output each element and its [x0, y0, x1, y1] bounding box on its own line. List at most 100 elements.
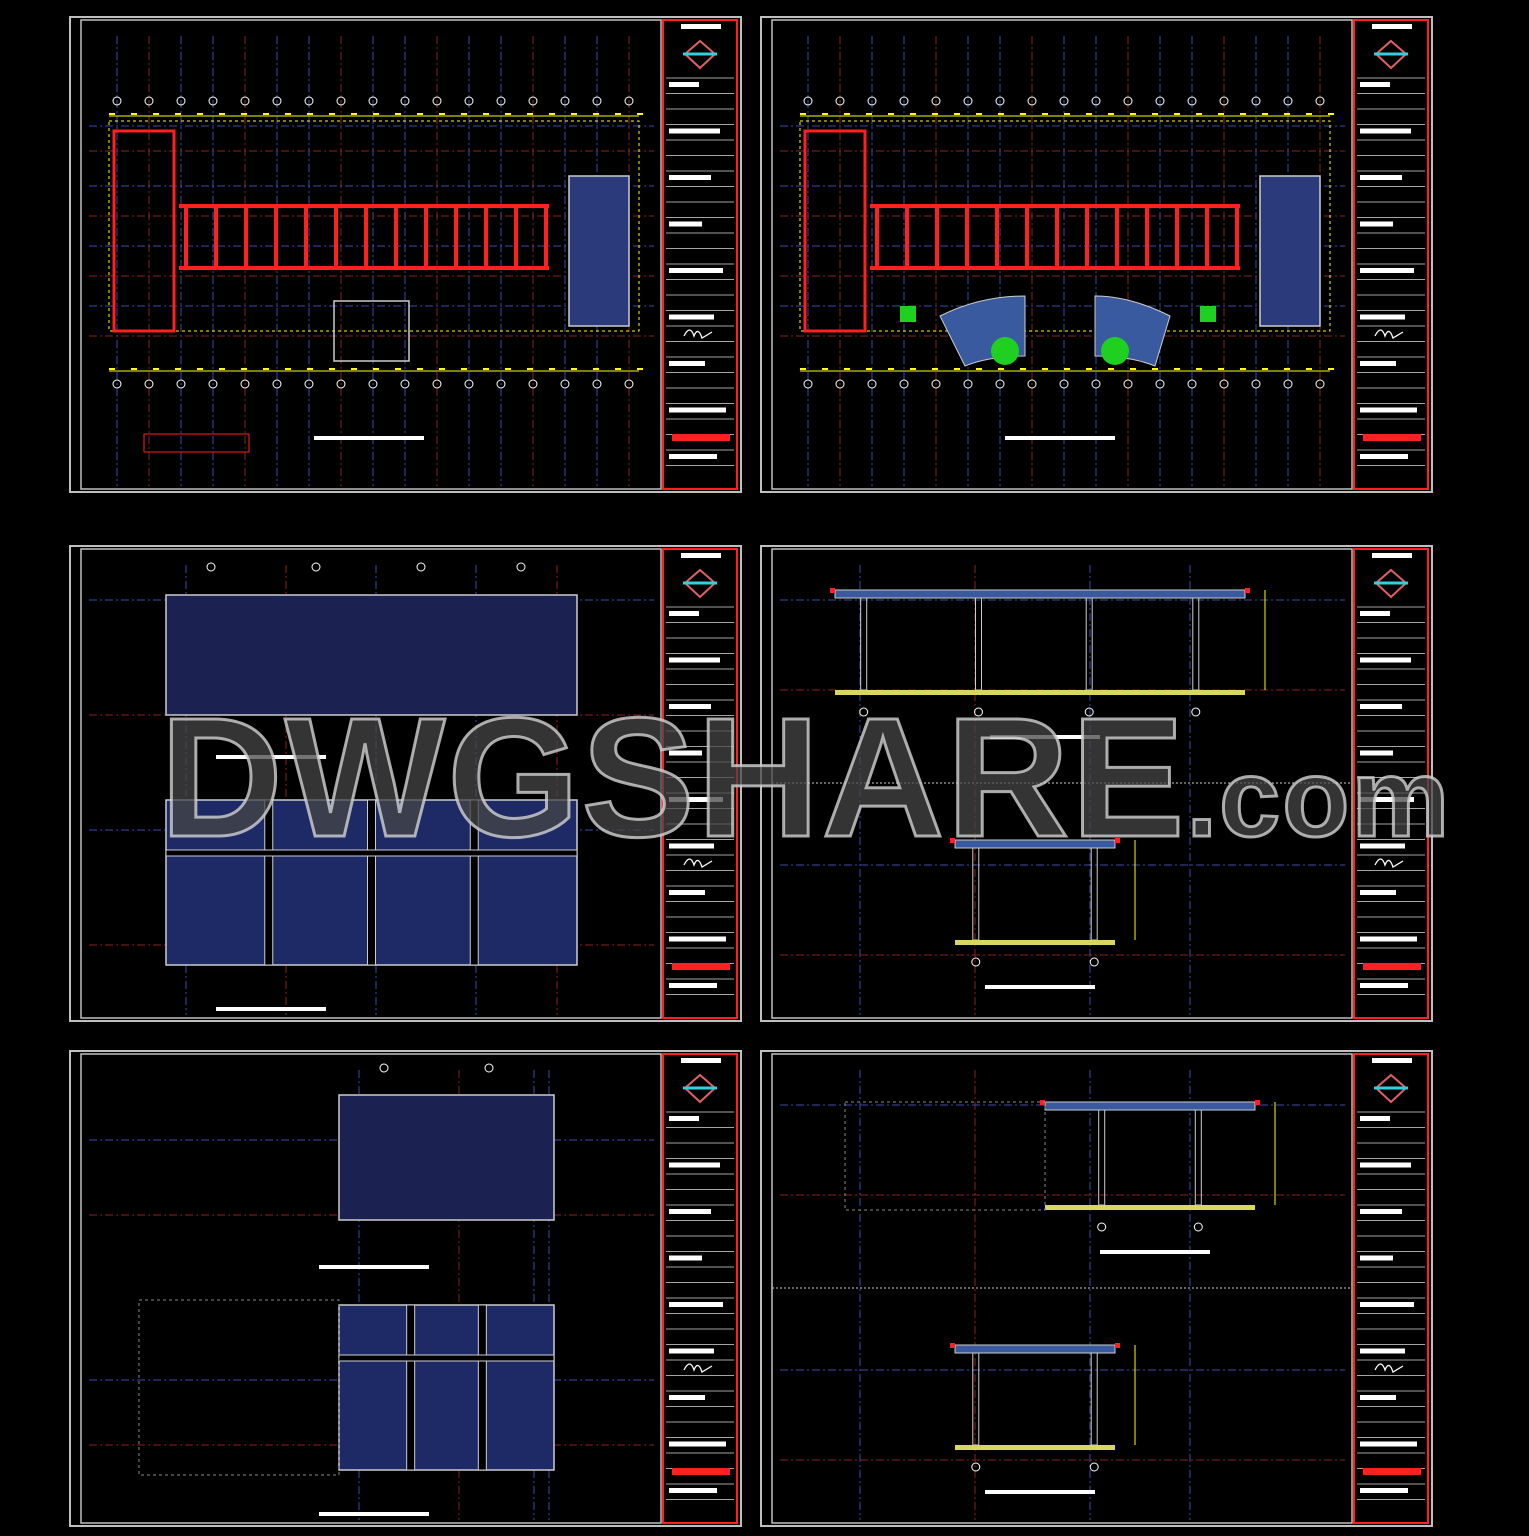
title-block-stamp [672, 434, 730, 441]
grid-bubble [1283, 379, 1293, 389]
entrance-stair [333, 300, 410, 362]
dimension-text [1196, 368, 1202, 370]
title-block-text [669, 82, 699, 87]
sheet-border [760, 1050, 1433, 1527]
title-block-label [1372, 553, 1412, 558]
roof-edge [1245, 588, 1250, 593]
drawing-sheet-first-floor-plan[interactable] [760, 16, 1433, 493]
wall [484, 206, 488, 266]
wall [424, 206, 428, 266]
grid-bubble [144, 379, 154, 389]
dimension-text [1064, 368, 1070, 370]
wall [1055, 206, 1059, 266]
wall [1085, 206, 1089, 266]
grid-bubble [368, 96, 378, 106]
wall [334, 206, 338, 266]
roof-edge [1115, 838, 1120, 843]
grid-bubble [867, 379, 877, 389]
drawing-sheet-ground-floor-plan[interactable] [69, 16, 742, 493]
column [860, 597, 868, 691]
wall [905, 206, 909, 266]
wall [304, 206, 308, 266]
hatched-slab [1259, 175, 1321, 327]
dimension-text [822, 368, 828, 370]
title-block-text [669, 704, 711, 709]
dimension-text [483, 368, 489, 370]
dimension-text [197, 113, 203, 115]
grid-bubble [1155, 379, 1165, 389]
dimension-text [417, 113, 423, 115]
title-block-stamp [1363, 963, 1421, 970]
wall [364, 206, 368, 266]
canopy-beam [406, 1304, 416, 1471]
wall [935, 206, 939, 266]
title-block-text [1360, 1488, 1408, 1493]
drawing-caption [314, 436, 424, 440]
sheet-canvas [69, 1050, 742, 1527]
title-block-text [1360, 611, 1390, 616]
dimension-text [910, 113, 916, 115]
grid-bubble [176, 96, 186, 106]
dimension-text [329, 368, 335, 370]
wall [544, 206, 548, 266]
title-block-text [669, 407, 726, 413]
grid-bubble [835, 379, 845, 389]
title-block-text [1360, 983, 1408, 988]
drawing-caption [985, 1490, 1095, 1494]
planting [1101, 337, 1129, 365]
dimension-text [549, 113, 555, 115]
wall [870, 266, 1240, 270]
dimension-text [866, 113, 872, 115]
title-block-text [669, 175, 711, 180]
grid-bubble [379, 1063, 389, 1073]
grid-bubble [963, 379, 973, 389]
title-block-text [1360, 314, 1405, 320]
grid-bubble [464, 96, 474, 106]
grid-bubble [624, 379, 634, 389]
drawing-sheet-canopy-plan[interactable] [69, 545, 742, 1022]
dimension-text [395, 113, 401, 115]
grid-bubble [176, 379, 186, 389]
dimension-text [373, 368, 379, 370]
dimension-text [351, 113, 357, 115]
title-block-text [1360, 797, 1414, 802]
column [972, 1352, 980, 1446]
title-block-text [669, 1348, 714, 1354]
drawing-sheet-small-canopy-sections[interactable] [760, 1050, 1433, 1527]
wall [1235, 206, 1239, 266]
dimension-text [998, 368, 1004, 370]
title-block-text [1360, 1395, 1396, 1400]
grid-bubble [400, 96, 410, 106]
grid-bubble [899, 96, 909, 106]
title-block-text [1360, 843, 1405, 849]
grid-bubble [336, 96, 346, 106]
title-block-text [1360, 704, 1402, 709]
canopy-beam [367, 799, 376, 966]
drawing-caption [319, 1512, 429, 1516]
drawing-sheet-small-canopy-plan[interactable] [69, 1050, 742, 1527]
grid-bubble [112, 96, 122, 106]
dimension-text [395, 368, 401, 370]
grid-bubble [835, 96, 845, 106]
dimension-text [1020, 368, 1026, 370]
dimension-text [527, 368, 533, 370]
floor-slab [835, 690, 1245, 695]
grid-bubble [899, 379, 909, 389]
title-block-text [1360, 268, 1414, 273]
existing-outline [138, 1299, 340, 1476]
dimension-text [439, 113, 445, 115]
column [975, 597, 982, 691]
drawing-frame [80, 548, 662, 1019]
sheet-canvas [69, 16, 742, 493]
grid-bubble [240, 96, 250, 106]
title-block-text [669, 221, 702, 227]
column [1085, 597, 1093, 691]
signature [683, 858, 713, 868]
dimension-text [844, 368, 850, 370]
title-block-label [1372, 24, 1412, 29]
hatched-slab [338, 1094, 555, 1221]
drawing-sheet-canopy-sections[interactable] [760, 545, 1433, 1022]
dimension-text [1086, 368, 1092, 370]
column [1192, 597, 1200, 691]
building-outline [108, 120, 640, 332]
